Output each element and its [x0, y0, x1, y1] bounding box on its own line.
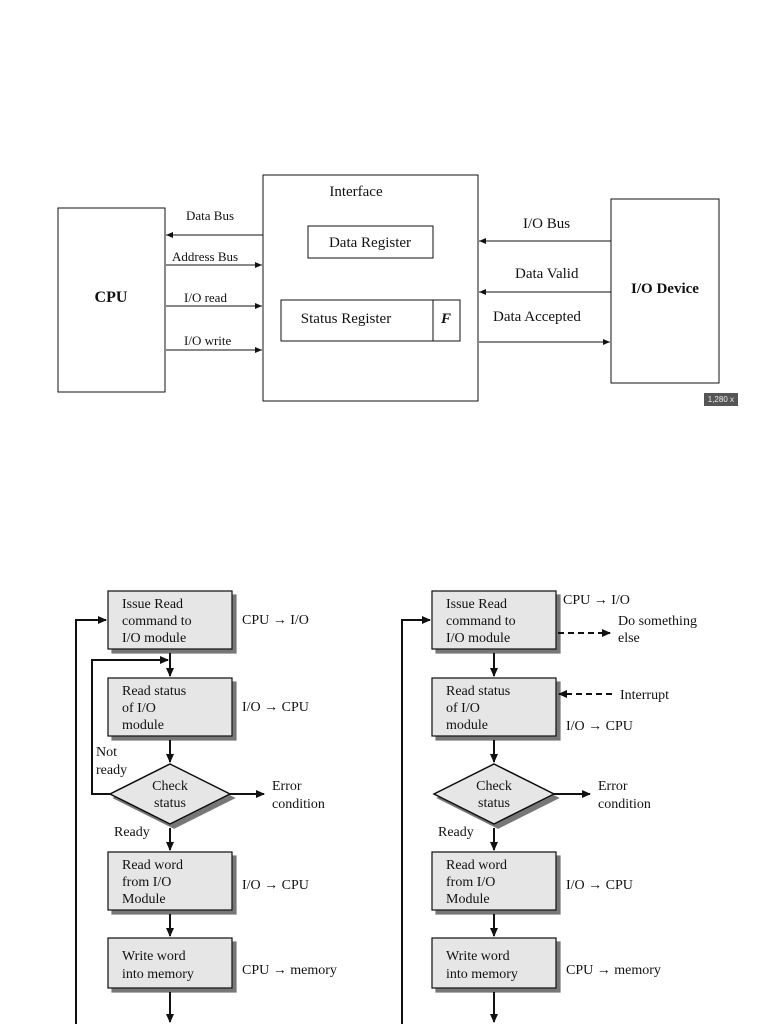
io-device-box [610, 198, 720, 384]
left-issue-read-box [107, 590, 233, 650]
right-write-word-line-1: Write word [446, 949, 510, 964]
left-error-line-2: condition [272, 797, 325, 812]
io-device-label: I/O Device [631, 281, 699, 297]
right-interrupt-label: Interrupt [620, 688, 669, 703]
right-read-word-line-1: Read word [446, 858, 507, 873]
left-not-ready-line-1: Not [96, 745, 117, 760]
data-register-box [307, 225, 434, 259]
right-read-word-line-2: from I/O [446, 875, 495, 890]
interface-block-diagram: CPU Interface Data Register Status Regis… [38, 170, 738, 406]
right-error-line-2: condition [598, 797, 651, 812]
right-read-status-line-2: of I/O [446, 701, 480, 716]
address-bus-label: Address Bus [172, 249, 238, 264]
right-check-status-line-2: status [478, 796, 510, 811]
image-size-badge: 1,280 x [703, 393, 738, 406]
left-read-word-line-2: from I/O [122, 875, 171, 890]
left-read-status-line-3: module [122, 718, 164, 733]
left-read-word-box [107, 851, 233, 911]
right-write-word-box [431, 937, 557, 989]
right-error-line-1: Error [598, 779, 628, 794]
right-read-status-note: I/O → CPU [566, 719, 633, 734]
right-read-word-box [431, 851, 557, 911]
right-read-status-line-3: module [446, 718, 488, 733]
right-issue-read-line-3: I/O module [446, 631, 510, 646]
right-issue-read-line-2: command to [446, 614, 516, 629]
io-flowcharts: Issue Read command to I/O module CPU → I… [0, 580, 768, 1024]
left-check-status-diamond [108, 763, 232, 825]
left-read-status-note: I/O → CPU [242, 700, 309, 715]
left-flowchart: Issue Read command to I/O module CPU → I… [75, 590, 337, 1024]
left-read-word-line-3: Module [122, 892, 166, 907]
right-check-status-diamond [432, 763, 556, 825]
interface-title: Interface [329, 184, 383, 200]
io-write-label: I/O write [184, 333, 232, 348]
data-bus-label: Data Bus [186, 208, 234, 223]
right-issue-read-line-1: Issue Read [446, 597, 507, 612]
left-error-line-1: Error [272, 779, 302, 794]
right-ready-label: Ready [438, 825, 474, 840]
left-write-word-box [107, 937, 233, 989]
right-write-word-note: CPU → memory [566, 963, 661, 978]
data-register-label: Data Register [329, 235, 411, 251]
cpu-label: CPU [95, 289, 128, 306]
right-outer-loop [401, 616, 431, 1024]
right-write-word-line-2: into memory [446, 967, 518, 982]
right-read-word-line-3: Module [446, 892, 490, 907]
interface-diagram-svg: CPU Interface Data Register Status Regis… [57, 174, 720, 402]
right-issue-read-box [431, 590, 557, 650]
left-read-word-note: I/O → CPU [242, 878, 309, 893]
right-read-word-note: I/O → CPU [566, 878, 633, 893]
right-do-something-line-2: else [618, 631, 640, 646]
right-do-something-line-1: Do something [618, 614, 697, 629]
io-read-label: I/O read [184, 290, 227, 305]
left-write-word-line-2: into memory [122, 967, 194, 982]
left-not-ready-loop [91, 656, 169, 795]
left-not-ready-line-2: ready [96, 763, 127, 778]
left-ready-label: Ready [114, 825, 150, 840]
left-write-word-note: CPU → memory [242, 963, 337, 978]
data-accepted-label: Data Accepted [493, 309, 581, 325]
left-outer-loop [75, 616, 107, 1024]
flag-label: F [440, 311, 451, 327]
left-issue-read-line-1: Issue Read [122, 597, 183, 612]
right-check-status-line-1: Check [476, 779, 512, 794]
left-issue-read-line-2: command to [122, 614, 192, 629]
left-check-status-line-2: status [154, 796, 186, 811]
right-read-status-line-1: Read status [446, 684, 510, 699]
io-flowcharts-svg: Issue Read command to I/O module CPU → I… [75, 590, 697, 1024]
cpu-box [57, 207, 166, 393]
interface-box [262, 174, 479, 402]
right-flowchart: Issue Read command to I/O module CPU → I… [401, 590, 697, 1024]
left-read-status-box [107, 677, 233, 737]
left-read-word-line-1: Read word [122, 858, 183, 873]
left-issue-read-line-3: I/O module [122, 631, 186, 646]
left-read-status-line-2: of I/O [122, 701, 156, 716]
left-issue-read-note: CPU → I/O [242, 613, 309, 628]
status-register-box [280, 299, 461, 342]
right-issue-read-note: CPU → I/O [563, 593, 630, 608]
left-read-status-line-1: Read status [122, 684, 186, 699]
data-valid-label: Data Valid [515, 266, 579, 282]
status-register-label: Status Register [301, 311, 391, 327]
io-bus-label: I/O Bus [523, 216, 570, 232]
right-read-status-box [431, 677, 557, 737]
left-write-word-line-1: Write word [122, 949, 186, 964]
left-check-status-line-1: Check [152, 779, 188, 794]
